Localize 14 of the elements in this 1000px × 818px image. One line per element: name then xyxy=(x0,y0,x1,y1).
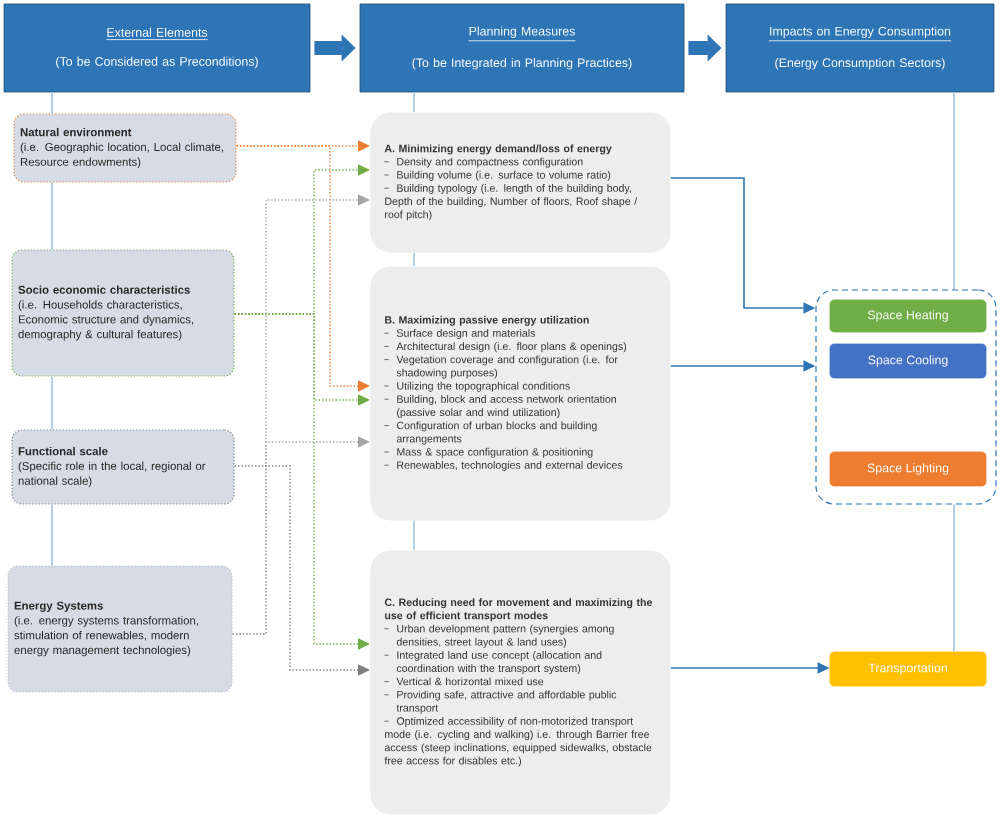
arrow xyxy=(233,465,370,676)
connector-line xyxy=(51,375,53,431)
connector-line xyxy=(413,252,415,267)
connector-line xyxy=(953,503,955,653)
connector-line xyxy=(413,91,415,113)
connector-line xyxy=(51,181,53,251)
arrow xyxy=(233,313,370,650)
arrow xyxy=(231,436,370,635)
connector-line xyxy=(51,503,53,567)
connector-line xyxy=(413,520,415,551)
group-frame xyxy=(815,289,997,505)
arrow xyxy=(235,145,370,392)
connector-line xyxy=(953,91,955,291)
connector-line xyxy=(51,91,53,115)
